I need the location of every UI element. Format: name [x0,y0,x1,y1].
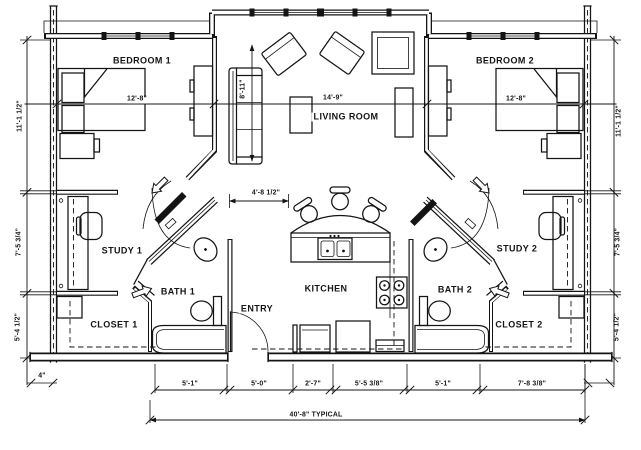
bedroom-desk-symbol [189,65,214,137]
dim-sofa-wall: 8'-11" [239,77,248,101]
dim-bottom-3: 2'-7" [303,380,323,389]
room-label-bedroom1: BEDROOM 1 [110,55,174,66]
dim-wall-offset: 4" [36,372,48,381]
dim-bottom-2: 5'-0" [249,380,269,389]
room-label-entry: ENTRY [238,303,276,314]
armchair-symbol [261,32,307,76]
demising-wall [49,5,58,363]
stove-symbol [375,276,408,309]
dim-bottom-6: 7'-8 3/8" [516,380,548,389]
nightstand-symbol [59,132,101,160]
mirrored-right-unit [319,6,621,387]
room-label-bath1: BATH 1 [158,286,198,297]
bath1-door-leaf [154,192,187,224]
kitchen-counter [252,215,404,350]
dim-bottom-4: 5'-5 3/8" [353,380,385,389]
room-label-kitchen: KITCHEN [302,283,350,294]
dim-right-middle: 7'-5 3/4" [614,226,623,258]
dim-left-middle: 7'-5 3/4" [15,226,24,258]
bath2-door-leaf [410,199,437,226]
end-table-symbol [394,87,414,138]
dim-bottom-1: 5'-1" [180,380,200,389]
room-label-closet2: CLOSET 2 [493,319,545,330]
entry-door [229,311,269,353]
dim-right-top: 11'-1 1/2" [615,103,624,139]
dim-left-top: 11'-1 1/2" [16,98,25,134]
refrigerator-symbol [335,320,371,353]
study-desk-symbol [67,195,103,291]
bedroom-living-wall [185,36,217,181]
kitchen-sink-symbol [317,234,353,261]
dim-bottom-5: 5'-1" [433,380,453,389]
dim-living-room-width: 14'-9" [321,94,345,103]
dishwasher-symbol [292,324,331,353]
door-direction-arrow-icon [147,174,171,198]
roof-eave-line [43,20,211,33]
closet-cabinet-symbol [56,295,83,319]
room-label-closet1: CLOSET 1 [88,319,140,330]
dim-hallway: 4'-8 1/2" [250,189,282,198]
toilet-symbol [190,295,223,327]
sofa-symbol [228,67,263,165]
closet-shelf-dashed [69,301,158,348]
bar-stools [292,186,388,228]
room-label-living-room: LIVING ROOM [311,111,381,122]
bottom-exterior-wall [29,351,613,363]
room-label-bedroom2: BEDROOM 2 [473,55,537,66]
exterior-walls [44,9,322,39]
dim-left-bottom: 5'-4 1/2" [14,311,23,343]
bathtub-symbol [151,324,227,354]
room-label-study1: STUDY 1 [99,245,145,256]
room-label-bath2: BATH 2 [435,284,475,295]
vanity-sink-symbol [133,196,218,285]
dim-bedroom2-width: 12'-8" [504,95,528,104]
study-partition-walls [56,189,118,296]
dimension-lines [20,44,621,425]
bed-symbol [57,67,146,134]
dim-overall-width: 40'-8" TYPICAL [288,411,344,420]
side-dimension-lines [20,35,58,388]
pantry-cabinet-symbol [375,339,405,353]
dim-bedroom1-width: 12'-8" [125,95,149,104]
side-table-symbol [371,31,415,75]
bath-door-swing-arc [142,180,172,230]
end-table-symbol [289,96,313,134]
bedroom-window [101,32,175,40]
dim-right-bottom: 5'-4 1/2" [613,311,622,343]
room-label-study2: STUDY 2 [494,243,540,254]
armchair-symbol [319,31,365,75]
study-door-swing-arc [151,187,191,249]
